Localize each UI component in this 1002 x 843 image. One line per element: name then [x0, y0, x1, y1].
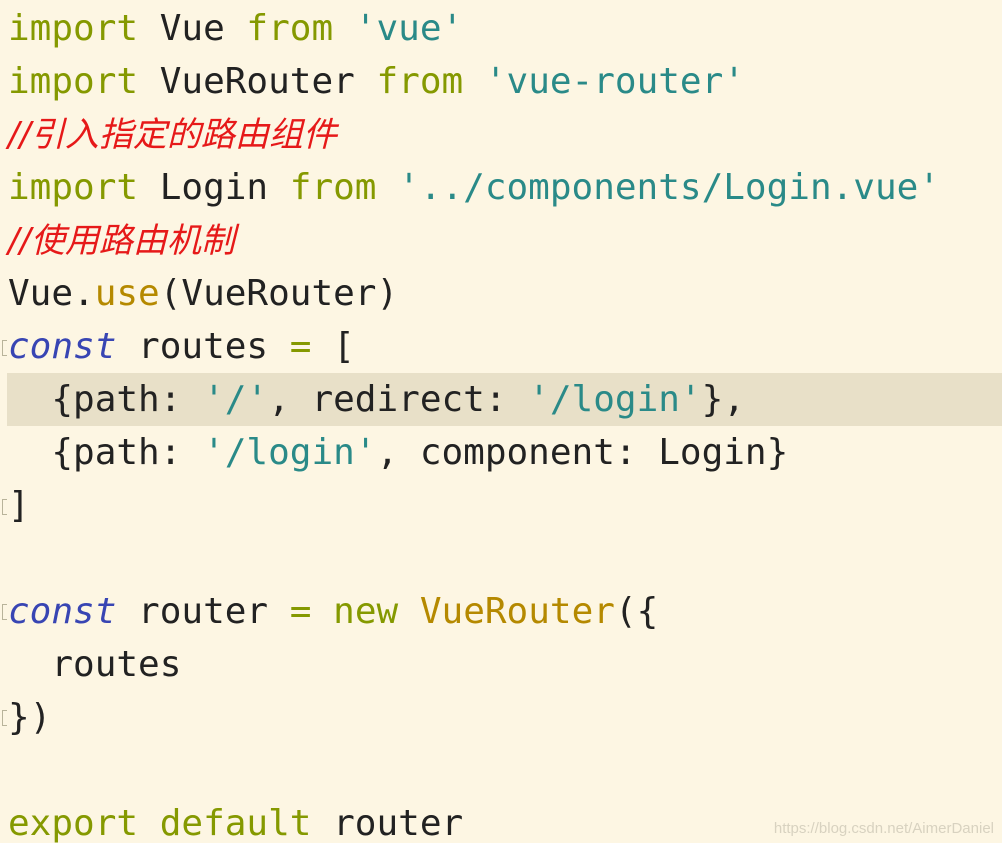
method-name: use — [94, 273, 160, 314]
operator: = — [289, 326, 312, 367]
identifier: router — [311, 803, 464, 843]
keyword-default: default — [159, 803, 312, 843]
code-text: {path: — [8, 432, 204, 473]
keyword-import: import — [8, 61, 139, 102]
code-line-13: routes — [0, 638, 1002, 691]
watermark-text: https://blog.csdn.net/AimerDaniel — [773, 820, 994, 837]
code-text: , redirect: — [268, 379, 529, 420]
fold-marker-icon[interactable] — [2, 604, 7, 620]
fold-end-marker-icon — [2, 499, 7, 515]
code-text: ] — [8, 485, 30, 526]
string-literal: 'vue-router' — [463, 61, 745, 102]
keyword-from: from — [289, 167, 377, 208]
string-literal: '/' — [203, 379, 269, 420]
code-line-14: }) — [0, 691, 1002, 744]
code-line-6: Vue.use(VueRouter) — [0, 267, 1002, 320]
code-text: }, — [701, 379, 745, 420]
fold-marker-icon[interactable] — [2, 340, 7, 356]
identifier: routes — [116, 326, 290, 367]
code-text: routes — [8, 644, 182, 685]
identifier: Login — [138, 167, 290, 208]
code-line-1: import Vue from 'vue' — [0, 2, 1002, 55]
keyword-const: const — [8, 591, 117, 632]
identifier: Vue — [138, 8, 247, 49]
code-line-10: ] — [0, 479, 1002, 532]
keyword-import: import — [8, 8, 139, 49]
keyword-export: export — [8, 803, 139, 843]
keyword-from: from — [246, 8, 334, 49]
code-line-7: const routes = [ — [0, 320, 1002, 373]
whitespace — [311, 591, 333, 632]
class-name: VueRouter — [419, 591, 615, 632]
code-line-2: import VueRouter from 'vue-router' — [0, 55, 1002, 108]
string-literal: '../components/Login.vue' — [376, 167, 940, 208]
fold-end-marker-icon — [2, 710, 7, 726]
code-line-8-highlighted: {path: '/', redirect: '/login'}, — [7, 373, 1002, 426]
keyword-const: const — [8, 326, 117, 367]
code-line-12: const router = new VueRouter({ — [0, 585, 1002, 638]
keyword-from: from — [376, 61, 464, 102]
code-text: {path: — [8, 379, 204, 420]
keyword-new: new — [333, 591, 399, 632]
string-literal: '/login' — [203, 432, 377, 473]
code-line-3: //引入指定的路由组件 — [0, 108, 1002, 161]
punctuation: [ — [311, 326, 355, 367]
string-literal: 'vue' — [333, 8, 464, 49]
comment: //使用路由机制 — [8, 221, 235, 261]
identifier: Vue. — [8, 273, 95, 314]
operator: = — [289, 591, 312, 632]
code-text: , component: Login} — [376, 432, 789, 473]
comment: //引入指定的路由组件 — [8, 115, 337, 155]
call-args: (VueRouter) — [159, 273, 399, 314]
whitespace — [138, 803, 160, 843]
code-line-4: import Login from '../components/Login.v… — [0, 161, 1002, 214]
code-text: }) — [8, 697, 52, 738]
whitespace — [398, 591, 420, 632]
code-line-5: //使用路由机制 — [0, 214, 1002, 267]
string-literal: '/login' — [528, 379, 702, 420]
punctuation: ({ — [614, 591, 659, 632]
code-line-16: export default router — [0, 797, 1002, 843]
identifier: VueRouter — [138, 61, 377, 102]
code-line-9: {path: '/login', component: Login} — [0, 426, 1002, 479]
identifier: router — [116, 591, 290, 632]
keyword-import: import — [8, 167, 139, 208]
